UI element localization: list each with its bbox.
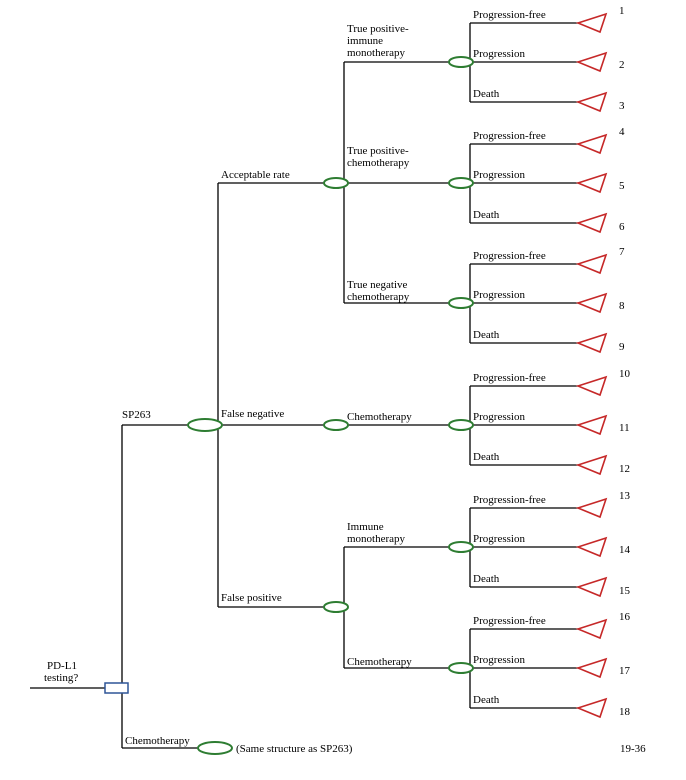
outcome-label-progression: Progression xyxy=(473,48,525,60)
treatment-tp-chemo-line1: True positive- xyxy=(347,145,409,157)
outcome-label-death: Death xyxy=(473,209,500,221)
terminal-node-icon xyxy=(575,292,608,314)
outcome-label-progression-free: Progression-free xyxy=(473,615,546,627)
terminal-node-icon xyxy=(575,497,608,519)
terminal-node-icon xyxy=(575,253,608,275)
terminal-node-icon xyxy=(575,332,608,354)
terminal-number: 4 xyxy=(619,126,625,138)
terminal-number: 15 xyxy=(619,585,631,597)
terminal-node-icon xyxy=(575,91,608,113)
terminal-node-icon xyxy=(575,657,608,679)
outcome-label-progression: Progression xyxy=(473,533,525,545)
chance-node-outcomes-1 xyxy=(448,56,474,68)
terminal-node-icon xyxy=(575,172,608,194)
treatment-tp-chemo-line2: chemotherapy xyxy=(347,157,410,169)
treatment-fp-immune-line1: Immune xyxy=(347,521,384,533)
chance-node-outcomes-5 xyxy=(448,541,474,553)
terminal-number: 5 xyxy=(619,180,625,192)
treatment-tn-chemo-line2: chemotherapy xyxy=(347,291,410,303)
terminal-node-icon xyxy=(575,414,608,436)
terminal-node-icon xyxy=(575,618,608,640)
outcome-label-death: Death xyxy=(473,329,500,341)
chance-node-acceptable xyxy=(323,177,349,189)
outcome-label-progression: Progression xyxy=(473,289,525,301)
terminal-number: 1 xyxy=(619,5,625,17)
terminal-number: 16 xyxy=(619,611,631,623)
chance-node-sp263 xyxy=(187,418,223,432)
terminal-node-icon xyxy=(575,51,608,73)
treatment-tp-immune-line2: immune xyxy=(347,35,383,47)
terminal-number: 14 xyxy=(619,544,631,556)
outcome-label-progression-free: Progression-free xyxy=(473,130,546,142)
outcome-label-progression-free: Progression-free xyxy=(473,372,546,384)
result-false-positive-label: False positive xyxy=(221,592,282,604)
outcome-label-progression-free: Progression-free xyxy=(473,9,546,21)
outcome-label-progression: Progression xyxy=(473,654,525,666)
outcome-label-death: Death xyxy=(473,694,500,706)
terminal-number: 11 xyxy=(619,422,630,434)
terminal-node-icon xyxy=(575,133,608,155)
strategy-sp263-label: SP263 xyxy=(122,409,151,421)
treatment-fp-immune-line2: monotherapy xyxy=(347,533,406,545)
chance-node-outcomes-3 xyxy=(448,297,474,309)
chance-node-false-negative xyxy=(323,419,349,431)
terminal-node-icon xyxy=(575,212,608,234)
terminal-number: 12 xyxy=(619,463,630,475)
root-label-line2: testing? xyxy=(44,672,78,684)
terminal-range-label: 19-36 xyxy=(620,743,646,755)
outcome-label-death: Death xyxy=(473,451,500,463)
treatment-tp-immune-line1: True positive- xyxy=(347,23,409,35)
root-label-line1: PD-L1 xyxy=(47,660,77,672)
terminal-node-icon xyxy=(575,12,608,34)
treatment-tn-chemo-line1: True negative xyxy=(347,279,408,291)
treatment-fn-chemo-label: Chemotherapy xyxy=(347,411,412,423)
terminal-number: 3 xyxy=(619,100,625,112)
chance-node-outcomes-6 xyxy=(448,662,474,674)
terminal-node-icon xyxy=(575,375,608,397)
terminal-number: 18 xyxy=(619,706,631,718)
terminal-node-icon xyxy=(575,697,608,719)
treatment-fp-chemo-label: Chemotherapy xyxy=(347,656,412,668)
treatment-tp-immune-line3: monotherapy xyxy=(347,47,406,59)
result-acceptable-label: Acceptable rate xyxy=(221,169,290,181)
terminal-number: 2 xyxy=(619,59,625,71)
terminal-number: 6 xyxy=(619,221,625,233)
chance-node-outcomes-2 xyxy=(448,177,474,189)
terminal-number: 17 xyxy=(619,665,631,677)
terminal-number: 9 xyxy=(619,341,625,353)
terminal-number: 7 xyxy=(619,246,625,258)
outcome-label-progression: Progression xyxy=(473,169,525,181)
chance-node-false-positive xyxy=(323,601,349,613)
strategy-chemo-note: (Same structure as SP263) xyxy=(236,743,353,755)
outcome-label-death: Death xyxy=(473,88,500,100)
result-false-negative-label: False negative xyxy=(221,408,284,420)
strategy-chemo-label: Chemotherapy xyxy=(125,735,190,747)
terminal-number: 8 xyxy=(619,300,625,312)
outcome-label-death: Death xyxy=(473,573,500,585)
terminal-number: 10 xyxy=(619,368,631,380)
outcome-label-progression-free: Progression-free xyxy=(473,250,546,262)
terminal-node-icon xyxy=(575,536,608,558)
outcome-label-progression-free: Progression-free xyxy=(473,494,546,506)
decision-node-root xyxy=(104,682,129,694)
terminal-number: 13 xyxy=(619,490,631,502)
outcome-label-progression: Progression xyxy=(473,411,525,423)
chance-node-outcomes-4 xyxy=(448,419,474,431)
chance-node-chemo-strategy xyxy=(197,741,233,755)
terminal-node-icon xyxy=(575,576,608,598)
terminal-node-icon xyxy=(575,454,608,476)
